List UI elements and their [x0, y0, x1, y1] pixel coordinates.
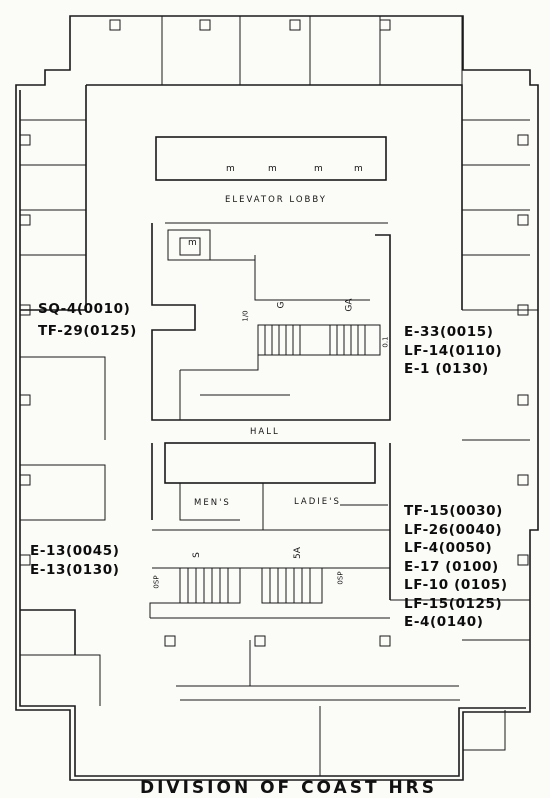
code-item: LF-14(0110) — [404, 342, 503, 359]
code-item: E-17 (0100) — [404, 558, 499, 575]
code-item: LF-4(0050) — [404, 540, 493, 556]
elevator-mark-4: m — [354, 164, 363, 174]
elevator-mark-1: m — [226, 164, 235, 174]
code-item: TF-29(0125) — [38, 322, 137, 339]
stair-tag-c: 0SP — [152, 575, 161, 589]
code-item: E-13(0045) — [30, 543, 120, 559]
code-item: TF-15(0030) — [404, 503, 503, 519]
elevator-mark-2: m — [268, 164, 277, 174]
code-item: LF-26(0040) — [404, 521, 503, 538]
hall-label: HALL — [250, 427, 280, 437]
stair-tag-a: 1/0 — [241, 310, 250, 322]
stair-tag-d: 0SP — [336, 571, 345, 585]
elevator-mark-small: m — [188, 238, 197, 248]
code-item: E-1 (0130) — [404, 361, 489, 377]
stair-label-ga: GA — [344, 298, 355, 312]
stair-label-g: G — [276, 301, 287, 309]
code-item: E-33(0015) — [404, 324, 494, 340]
code-item: E-13(0130) — [30, 561, 120, 578]
codes-right-lower: TF-15(0030) LF-26(0040) LF-4(0050) E-17 … — [404, 502, 508, 632]
codes-right-upper: E-33(0015) LF-14(0110) E-1 (0130) — [404, 323, 502, 379]
mens-room-label: MEN'S — [194, 498, 231, 508]
code-item: LF-10 (0105) — [404, 577, 508, 593]
stair-tag-b: 0.1 — [381, 336, 390, 348]
elevator-mark-3: m — [314, 164, 323, 174]
ladies-room-label: LADIE'S — [294, 497, 341, 507]
elevator-lobby-label: ELEVATOR LOBBY — [225, 195, 327, 205]
code-item: LF-15(0125) — [404, 595, 503, 612]
outer-wall — [15, 15, 539, 781]
footer-title: DIVISION OF COAST HRS — [140, 778, 438, 798]
codes-left-lower: E-13(0045) E-13(0130) — [30, 542, 120, 579]
stair-label-s: S — [191, 552, 202, 558]
code-item: SQ-4(0010) — [38, 301, 131, 317]
code-item: E-4(0140) — [404, 614, 484, 630]
codes-left-upper: SQ-4(0010) TF-29(0125) — [38, 300, 137, 340]
stair-label-5a: 5A — [292, 547, 303, 559]
